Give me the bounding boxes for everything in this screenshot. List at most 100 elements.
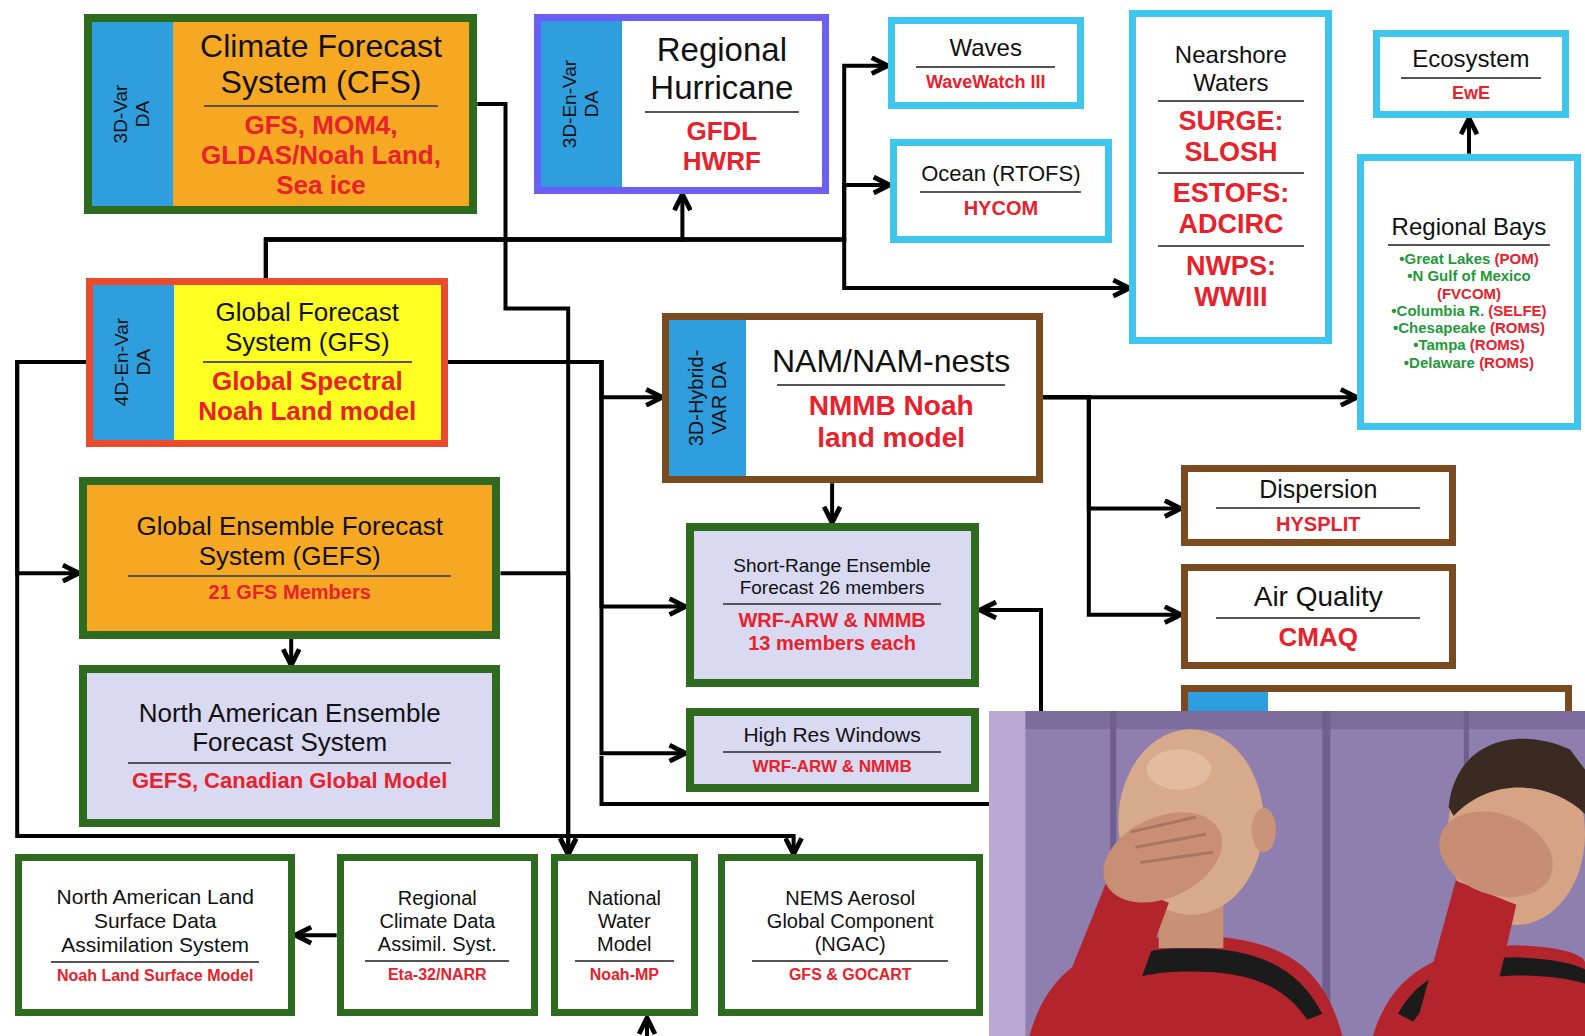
picard-fingers [1130, 817, 1213, 862]
bay-item: •Delaware (ROMS) [1376, 354, 1561, 371]
model-name: GFS & GOCART [731, 966, 970, 984]
da-band: 4D-En-Var DA [93, 285, 174, 440]
model-name: Eta-32/NARR [350, 966, 525, 984]
box-content: Climate Forecast System (CFS)GFS, MOM4, … [173, 22, 469, 206]
divider-line [920, 191, 1081, 193]
box-title: Ocean (RTOFS) [903, 161, 1099, 186]
model-box: WavesWaveWatch III [888, 17, 1084, 109]
box-content: NAM/NAM-nestsNMMB Noah land model [746, 320, 1036, 476]
bay-model: (ROMS) [1470, 336, 1525, 353]
model-name: SURGE: SLOSH [1163, 106, 1298, 168]
box-content: Global Ensemble Forecast System (GEFS)21… [87, 485, 493, 631]
da-method-label: 3D-Hybrid-VAR DA [685, 341, 731, 456]
box-content: North American Land Surface Data Assimil… [22, 861, 288, 1009]
model-box: 4D-En-Var DA Global Forecast System (GFS)… [86, 278, 448, 447]
box-text-stack: National Water ModelNoah-MP [564, 887, 685, 984]
bay-model: (ROMS) [1479, 354, 1534, 371]
photo-wall [989, 711, 1585, 1036]
box-title: Nearshore Waters [1151, 41, 1311, 96]
box-title: Air Quality [1194, 581, 1443, 613]
connector-arrow [830, 483, 834, 523]
box-title: North American Land Surface Data Assimil… [53, 885, 258, 957]
divider-line [51, 961, 259, 963]
divider-line [777, 384, 1005, 386]
divider-line [1388, 244, 1551, 246]
photo-panel [989, 711, 1025, 1036]
box-content: DispersionHYSPLIT [1188, 472, 1449, 539]
model-name: HYSPLIT [1194, 513, 1443, 536]
box-text-stack: WavesWaveWatch III [901, 34, 1071, 92]
model-name: ESTOFS: ADCIRC [1163, 178, 1298, 240]
box-title: NEMS Aerosol Global Component (NGAC) [755, 887, 945, 956]
model-name: WRF-ARW & NMMB 13 members each [730, 609, 935, 655]
picard-ear [1252, 808, 1276, 852]
wire [645, 1018, 649, 1036]
model-name: HYCOM [903, 197, 1099, 220]
connector-arrow [289, 639, 293, 665]
picard-head [1147, 749, 1212, 789]
connector-arrow [1043, 397, 1181, 614]
box-content: Short-Range Ensemble Forecast 26 members… [694, 531, 971, 680]
photo-wall [989, 711, 1585, 729]
box-text-stack: Air QualityCMAQ [1194, 581, 1443, 653]
connector-arrow [1467, 118, 1471, 153]
model-name: NMMB Noah land model [779, 390, 1004, 454]
model-box: EcosystemEwE [1373, 30, 1569, 118]
model-name: GFDL HWRF [677, 117, 767, 177]
box-text-stack: Ocean (RTOFS) HYCOM [903, 161, 1099, 219]
box-title: Climate Forecast System (CFS) [179, 28, 463, 102]
box-text-stack: Nearshore WatersSURGE: SLOSH ESTOFS: ADCI… [1142, 41, 1319, 312]
connector-arrow [295, 933, 337, 937]
box-title: Waves [901, 34, 1071, 62]
bay-item: •Great Lakes (POM) [1376, 250, 1561, 267]
box-content: Air QualityCMAQ [1188, 571, 1449, 662]
box-content: National Water ModelNoah-MP [558, 861, 691, 1009]
model-box: Regional Bays•Great Lakes (POM)•N Gulf o… [1357, 154, 1581, 430]
wire [980, 610, 1041, 720]
da-band: 3D-En-Var DA [541, 21, 622, 187]
da-method-label: 3D-Var DA [110, 77, 154, 152]
box-title: Regional Hurricane [628, 31, 816, 107]
box-content: Regional Climate Data Assimil. Syst.Eta-… [344, 861, 531, 1009]
box-text-stack: Regional HurricaneGFDL HWRF [628, 31, 816, 177]
model-name: Noah-MP [564, 966, 685, 984]
model-name: GEFS, Canadian Global Model [93, 768, 487, 793]
model-name: EwE [1386, 83, 1556, 104]
model-name: WRF-ARW & NMMB [700, 757, 965, 777]
box-content: Global Forecast System (GFS)Global Spect… [174, 285, 441, 440]
box-text-stack: Short-Range Ensemble Forecast 26 members… [700, 555, 965, 655]
riker-arm [1413, 881, 1516, 1036]
divider-line [204, 105, 437, 107]
model-name: NWPS: WWIII [1163, 251, 1298, 313]
bay-item: •N Gulf of Mexico (FVCOM) [1376, 267, 1561, 302]
model-name: 21 GFS Members [93, 581, 487, 604]
model-box: 3D-Var DA Climate Forecast System (CFS)GF… [84, 14, 477, 214]
box-content: High Res WindowsWRF-ARW & NMMB [694, 716, 971, 784]
model-box: 3D-Hybrid-VAR DA NAM/NAM-nestsNMMB Noah l… [662, 313, 1043, 483]
da-method-label: 4D-En-Var DA [111, 312, 155, 412]
divider-line [203, 361, 412, 363]
box-content: Regional HurricaneGFDL HWRF [622, 21, 822, 187]
picard-hand [1089, 794, 1237, 920]
box-text-stack: Regional Climate Data Assimil. Syst.Eta-… [350, 887, 525, 984]
box-text-stack: High Res WindowsWRF-ARW & NMMB [700, 723, 965, 777]
model-box: National Water ModelNoah-MP [551, 854, 698, 1016]
model-box: Air QualityCMAQ [1181, 564, 1456, 669]
box-text-stack: Global Forecast System (GFS)Global Spect… [180, 298, 435, 428]
divider-line [752, 960, 948, 962]
divider-line [128, 762, 451, 764]
divider-line [575, 960, 674, 962]
model-box: North American Land Surface Data Assimil… [15, 854, 295, 1016]
divider-line [365, 960, 509, 962]
box-content: Ocean (RTOFS) HYCOM [897, 146, 1105, 236]
model-box: Regional Climate Data Assimil. Syst.Eta-… [337, 854, 538, 1016]
facepalm-photo [989, 711, 1585, 1036]
box-text-stack: Global Ensemble Forecast System (GEFS)21… [93, 512, 487, 605]
divider-line [723, 603, 940, 605]
box-text-stack: NEMS Aerosol Global Component (NGAC) GFS … [731, 887, 970, 984]
bay-item: •Tampa (ROMS) [1376, 336, 1561, 353]
divider-line [1158, 100, 1303, 102]
box-text-stack: NAM/NAM-nestsNMMB Noah land model [752, 343, 1030, 454]
box-text-stack: EcosystemEwE [1386, 45, 1556, 103]
divider-line [1158, 245, 1303, 247]
